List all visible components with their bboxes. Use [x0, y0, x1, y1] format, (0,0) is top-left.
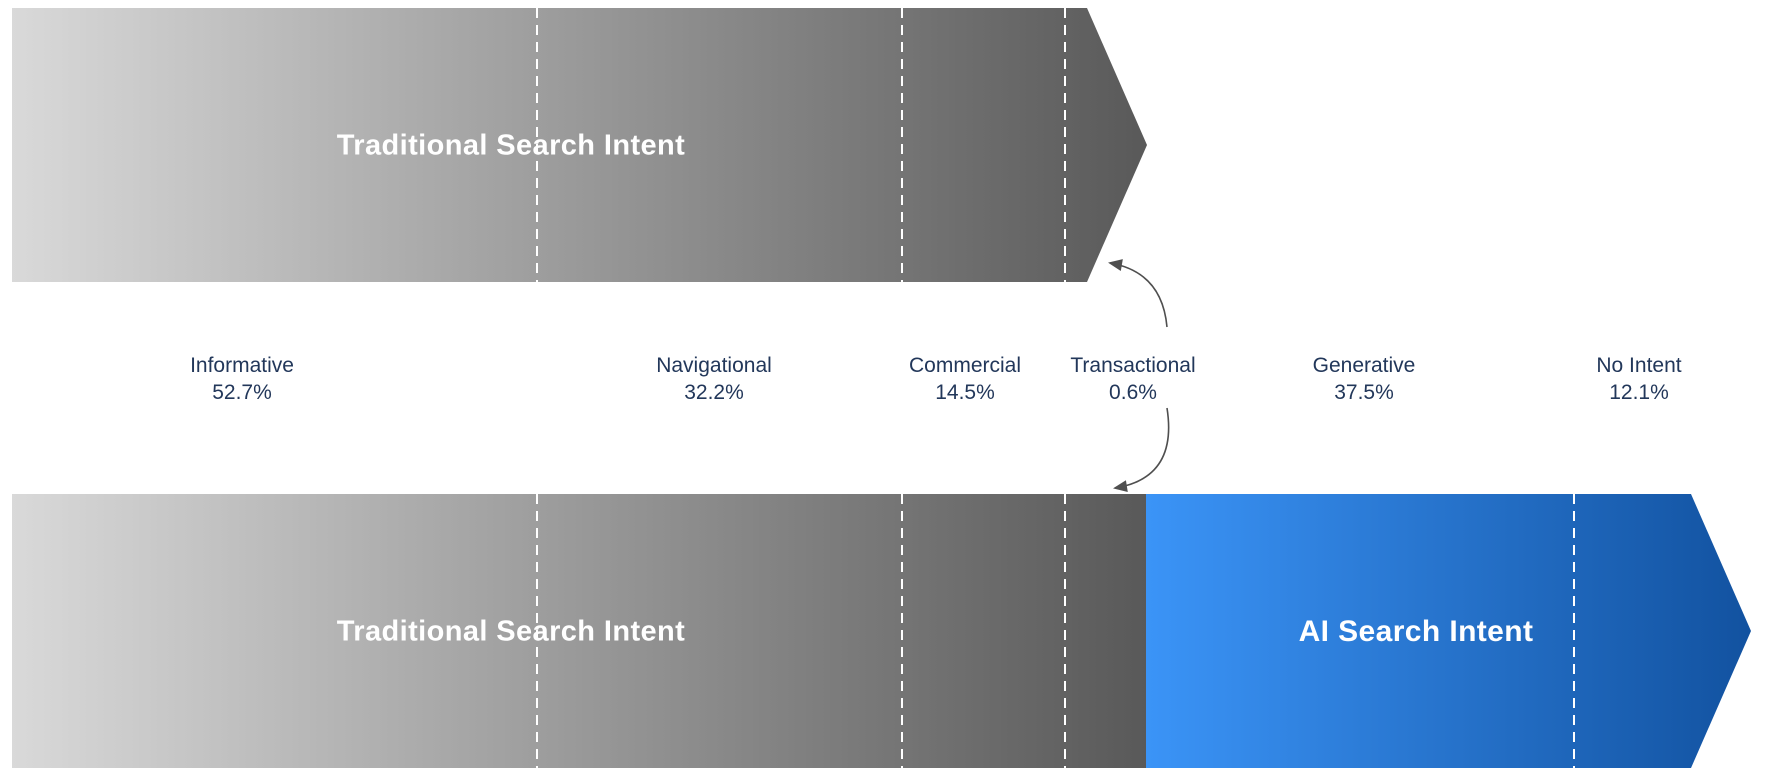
intent-value: 37.5% [1334, 381, 1394, 404]
traditional-search-intent-title-bottom: Traditional Search Intent [336, 615, 686, 648]
intent-label-transactional: Transactional 0.6% [1070, 352, 1195, 406]
intent-name: Transactional [1070, 354, 1196, 377]
intent-label-generative: Generative 37.5% [1313, 352, 1416, 406]
intent-label-no-intent: No Intent 12.1% [1596, 352, 1681, 406]
segment-divider [1573, 494, 1575, 768]
intent-name: Commercial [908, 354, 1022, 377]
intent-value: 12.1% [1609, 381, 1669, 404]
intent-name: No Intent [1596, 354, 1682, 377]
intent-value: 52.7% [212, 381, 272, 404]
intent-label-navigational: Navigational 32.2% [656, 352, 772, 406]
traditional-search-intent-title: Traditional Search Intent [336, 129, 686, 162]
segment-divider [901, 8, 903, 282]
intent-value: 14.5% [935, 381, 995, 404]
ai-search-intent-title: AI Search Intent [1298, 615, 1534, 648]
segment-divider [1064, 8, 1066, 282]
intent-name: Informative [190, 354, 294, 377]
intent-label-informative: Informative 52.7% [190, 352, 294, 406]
segment-divider [901, 494, 903, 768]
intent-name: Generative [1312, 354, 1416, 377]
intent-value: 0.6% [1109, 381, 1157, 404]
intent-name: Navigational [656, 354, 772, 377]
curved-arrow-up-icon [1108, 259, 1168, 328]
segment-divider [1064, 494, 1066, 768]
segment-divider [536, 494, 538, 768]
intent-value: 32.2% [684, 381, 744, 404]
traditional-search-bar [12, 8, 1147, 282]
curved-arrow-down-icon [1113, 407, 1170, 493]
intent-label-commercial: Commercial 14.5% [909, 352, 1021, 406]
segment-divider [536, 8, 538, 282]
combined-search-bar [12, 494, 1751, 768]
